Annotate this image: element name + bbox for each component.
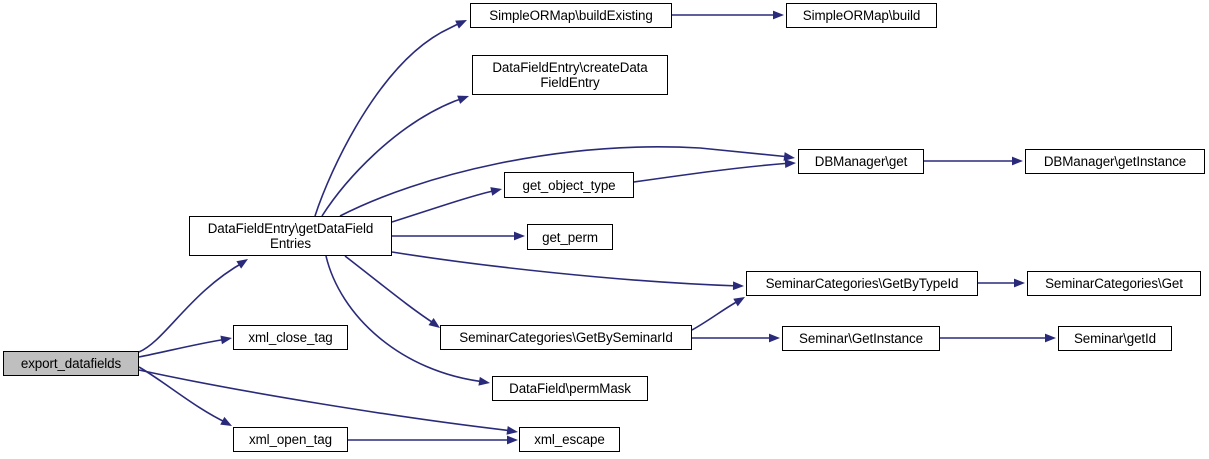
graph-node-xml_open_tag[interactable]: xml_open_tag [233,427,348,452]
arrowhead-getDataFieldEntries-to-get_perm [514,231,525,241]
graph-node-label: Seminar\getId [1073,331,1157,346]
arrowhead-buildExisting-to-SimpleORMap_build [773,10,784,20]
arrowhead-getDataFieldEntries-to-DBManager_get [783,152,795,161]
edge-export_datafields-to-xml_escape [138,369,514,432]
graph-node-SeminarCategories_Get[interactable]: SeminarCategories\Get [1027,271,1201,296]
graph-node-label: Seminar\GetInstance [799,331,923,346]
graph-node-xml_escape[interactable]: xml_escape [519,427,620,452]
graph-node-label: DBManager\get [814,154,908,169]
arrowhead-get_object_type-to-DBManager_get [784,159,796,168]
edge-getDataFieldEntries-to-permMask [325,255,486,383]
graph-node-label: DataFieldEntry\getDataField Entries [207,221,374,251]
arrowhead-export_datafields-to-xml_escape [506,426,518,435]
graph-node-createDataFieldEntry[interactable]: DataFieldEntry\createData FieldEntry [472,55,668,95]
graph-node-Seminar_GetInstance[interactable]: Seminar\GetInstance [782,326,940,351]
graph-node-GetBySeminarId[interactable]: SeminarCategories\GetBySeminarId [440,325,692,350]
graph-node-SimpleORMap_build[interactable]: SimpleORMap\build [786,3,937,28]
graph-node-label: export_datafields [20,356,122,371]
graph-node-Seminar_getId[interactable]: Seminar\getId [1058,326,1172,351]
graph-node-label: xml_close_tag [248,330,333,345]
arrowhead-getDataFieldEntries-to-createDataFieldEntry [457,95,469,104]
arrowhead-Seminar_GetInstance-to-Seminar_getId [1045,333,1056,343]
graph-node-label: xml_escape [534,432,605,447]
graph-node-DBManager_get[interactable]: DBManager\get [798,149,924,174]
arrowhead-GetByTypeId-to-SeminarCategories_Get [1014,278,1025,288]
arrowhead-export_datafields-to-getDataFieldEntries [236,259,248,269]
arrowhead-getDataFieldEntries-to-permMask [478,376,490,386]
edge-getDataFieldEntries-to-DBManager_get [339,146,791,217]
arrowhead-GetBySeminarId-to-Seminar_GetInstance [769,333,780,343]
arrowhead-DBManager_get-to-DBManager_getInstance [1012,156,1023,166]
edge-GetBySeminarId-to-GetByTypeId [691,299,741,331]
graph-node-label: SimpleORMap\buildExisting [489,8,653,23]
edge-getDataFieldEntries-to-GetBySeminarId [344,255,436,325]
edge-getDataFieldEntries-to-createDataFieldEntry [321,97,465,217]
graph-node-label: DataField\permMask [509,381,631,396]
graph-node-label: get_object_type [522,177,616,193]
edge-getDataFieldEntries-to-GetByTypeId [391,251,740,287]
graph-node-label: get_perm [542,229,598,245]
edge-get_object_type-to-DBManager_get [633,162,792,183]
graph-node-xml_close_tag[interactable]: xml_close_tag [233,325,348,350]
graph-node-label: xml_open_tag [249,432,332,447]
graph-node-label: SeminarCategories\GetByTypeId [765,276,959,291]
edge-getDataFieldEntries-to-get_object_type [391,189,498,223]
edge-getDataFieldEntries-to-buildExisting [314,21,463,217]
graph-node-getDataFieldEntries[interactable]: DataFieldEntry\getDataField Entries [189,216,392,256]
graph-node-permMask[interactable]: DataField\permMask [492,376,648,401]
arrowhead-export_datafields-to-xml_open_tag [220,416,232,426]
arrowhead-getDataFieldEntries-to-GetByTypeId [732,281,744,291]
arrowhead-getDataFieldEntries-to-buildExisting [455,20,467,29]
arrowhead-getDataFieldEntries-to-get_object_type [490,187,502,196]
graph-node-export_datafields[interactable]: export_datafields [3,351,139,376]
graph-node-buildExisting[interactable]: SimpleORMap\buildExisting [470,3,672,28]
graph-node-label: SeminarCategories\Get [1045,276,1183,291]
arrowhead-getDataFieldEntries-to-GetBySeminarId [428,318,440,328]
graph-node-get_object_type[interactable]: get_object_type [504,172,634,198]
edge-export_datafields-to-xml_open_tag [138,366,228,424]
arrowhead-xml_open_tag-to-xml_escape [507,435,518,445]
graph-node-GetByTypeId[interactable]: SeminarCategories\GetByTypeId [746,271,978,296]
graph-node-DBManager_getInstance[interactable]: DBManager\getInstance [1025,149,1205,174]
graph-node-label: SimpleORMap\build [802,8,921,23]
graph-node-label: DBManager\getInstance [1043,154,1187,169]
graph-node-label: DataFieldEntry\createData FieldEntry [492,60,648,90]
graph-node-get_perm[interactable]: get_perm [527,224,613,250]
arrowhead-GetBySeminarId-to-GetByTypeId [733,297,745,307]
arrowhead-export_datafields-to-xml_close_tag [220,335,232,345]
edge-export_datafields-to-xml_close_tag [138,338,228,358]
edge-export_datafields-to-getDataFieldEntries [138,261,245,353]
graph-node-label: SeminarCategories\GetBySeminarId [459,330,673,345]
